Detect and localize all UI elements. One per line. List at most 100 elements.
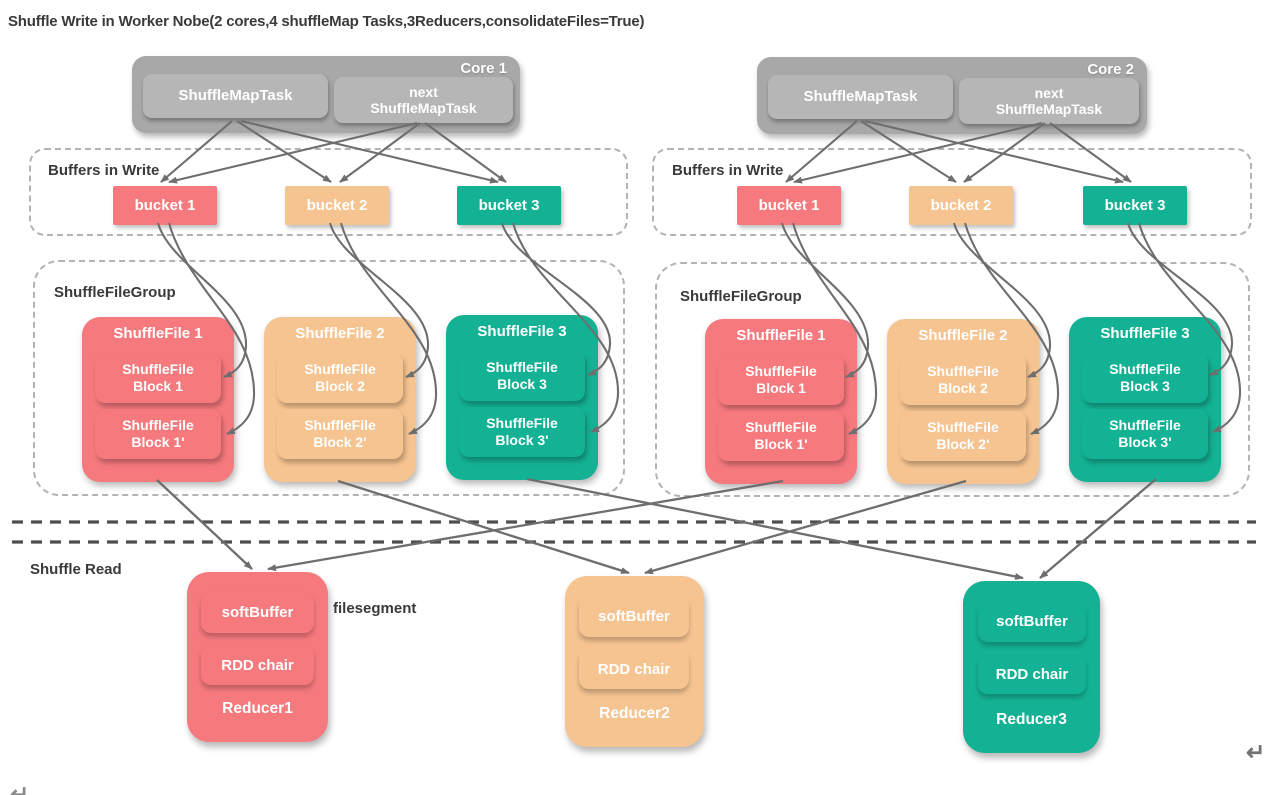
- block-line: ShuffleFile: [304, 360, 376, 377]
- block-line: ShuffleFile: [122, 416, 194, 433]
- shufflefile-2-left: ShuffleFile 2 ShuffleFile Block 2 Shuffl…: [264, 317, 416, 482]
- block-line: Block 3': [495, 432, 549, 448]
- shufflefile-block-2-right: ShuffleFile Block 2: [900, 355, 1026, 405]
- softbuffer-label: softBuffer: [598, 608, 670, 625]
- shufflefilegroup-label-right: ShuffleFileGroup: [680, 288, 802, 305]
- reducer-3-rdd-chair: RDD chair: [978, 654, 1086, 694]
- paragraph-mark-icon: ↵: [1246, 739, 1266, 765]
- separator-lines: [12, 520, 1256, 544]
- shufflefile-2-left-title: ShuffleFile 2: [295, 325, 385, 342]
- bucket-2-right-label: bucket 2: [930, 197, 992, 214]
- shufflefile-1-right-title: ShuffleFile 1: [736, 327, 826, 344]
- core-2-task2-line1: next: [1034, 84, 1064, 101]
- shufflefile-3-left: ShuffleFile 3 ShuffleFile Block 3 Shuffl…: [446, 315, 598, 480]
- shufflefile-block-3p-left: ShuffleFile Block 3': [459, 407, 585, 457]
- block-line: Block 2: [938, 380, 988, 396]
- reducer-1-rdd-chair: RDD chair: [201, 645, 314, 685]
- bucket-1-left: bucket 1: [113, 186, 217, 225]
- rdd-chair-label: RDD chair: [221, 656, 294, 674]
- shufflefile-2-right: ShuffleFile 2 ShuffleFile Block 2 Shuffl…: [887, 319, 1039, 484]
- shufflefile-block-1-left: ShuffleFile Block 1: [95, 353, 221, 403]
- shufflefile-block-3p-right: ShuffleFile Block 3': [1082, 409, 1208, 459]
- core-2-shufflemaptask: ShuffleMapTask: [768, 75, 953, 119]
- reducer-2-name: Reducer2: [599, 705, 670, 722]
- bucket-1-left-label: bucket 1: [134, 197, 196, 214]
- buffers-in-write-panel-left: Buffers in Write bucket 1 bucket 2 bucke…: [29, 148, 628, 236]
- shufflefile-block-3-right: ShuffleFile Block 3: [1082, 353, 1208, 403]
- core-2-task2-line2: ShuffleMapTask: [995, 101, 1103, 117]
- reducer-1-softbuffer: softBuffer: [201, 592, 314, 633]
- bucket-1-right: bucket 1: [737, 186, 841, 225]
- block-line: ShuffleFile: [486, 358, 558, 375]
- bucket-3-right: bucket 3: [1083, 186, 1187, 225]
- shufflefile-block-3-left: ShuffleFile Block 3: [459, 351, 585, 401]
- block-line: ShuffleFile: [745, 362, 817, 379]
- block-line: ShuffleFile: [304, 416, 376, 433]
- block-line: ShuffleFile: [1109, 360, 1181, 377]
- rdd-chair-label: RDD chair: [597, 660, 671, 678]
- bucket-2-right: bucket 2: [909, 186, 1013, 225]
- block-line: Block 2': [936, 436, 990, 452]
- block-line: ShuffleFile: [1109, 416, 1181, 433]
- reducer-1-name: Reducer1: [222, 700, 293, 717]
- core-2-task1-label: ShuffleMapTask: [803, 88, 918, 106]
- block-line: Block 1': [754, 436, 808, 452]
- reducer-3-softbuffer: softBuffer: [978, 601, 1086, 642]
- core-1-box: Core 1 ShuffleMapTask next ShuffleMapTas…: [132, 56, 520, 133]
- block-line: ShuffleFile: [122, 360, 194, 377]
- block-line: Block 1: [133, 378, 183, 394]
- core-1-next-shufflemaptask: next ShuffleMapTask: [334, 77, 513, 123]
- reducer-3-box: softBuffer RDD chair Reducer3: [963, 581, 1100, 753]
- core-1-shufflemaptask: ShuffleMapTask: [143, 74, 328, 118]
- shufflefile-1-left-title: ShuffleFile 1: [113, 325, 203, 342]
- block-line: Block 2: [315, 378, 365, 394]
- block-line: Block 3: [1120, 378, 1170, 394]
- bucket-2-left: bucket 2: [285, 186, 389, 225]
- bucket-3-left-label: bucket 3: [478, 197, 540, 214]
- block-line: Block 2': [313, 434, 367, 450]
- core-1-task2-line1: next: [409, 83, 438, 100]
- shufflefile-block-2-left: ShuffleFile Block 2: [277, 353, 403, 403]
- reducer-2-rdd-chair: RDD chair: [579, 649, 689, 689]
- shufflefile-3-left-title: ShuffleFile 3: [477, 323, 567, 340]
- bucket-3-left: bucket 3: [457, 186, 561, 225]
- shufflefile-block-1-right: ShuffleFile Block 1: [718, 355, 844, 405]
- bucket-3-right-label: bucket 3: [1104, 197, 1166, 214]
- softbuffer-label: softBuffer: [996, 613, 1068, 630]
- core-1-task2-line2: ShuffleMapTask: [370, 100, 477, 116]
- rdd-chair-label: RDD chair: [995, 665, 1069, 683]
- core-2-label: Core 2: [1087, 61, 1134, 78]
- shufflefile-block-1p-left: ShuffleFile Block 1': [95, 409, 221, 459]
- softbuffer-label: softBuffer: [221, 604, 294, 621]
- block-line: Block 3: [497, 376, 547, 392]
- bucket-1-right-label: bucket 1: [758, 197, 820, 214]
- shufflefile-1-right: ShuffleFile 1 ShuffleFile Block 1 Shuffl…: [705, 319, 857, 484]
- buffers-in-write-panel-right: Buffers in Write bucket 1 bucket 2 bucke…: [652, 148, 1252, 236]
- block-line: ShuffleFile: [745, 418, 817, 435]
- partial-paragraph-mark-icon: ↵: [10, 781, 30, 795]
- core-1-task1-label: ShuffleMapTask: [178, 87, 293, 105]
- core-2-box: Core 2 ShuffleMapTask next ShuffleMapTas…: [757, 57, 1147, 134]
- block-line: Block 1': [131, 434, 185, 450]
- filesegment-label: filesegment: [333, 600, 417, 617]
- shufflefilegroup-panel-left: ShuffleFileGroup ShuffleFile 1 ShuffleFi…: [33, 260, 625, 496]
- shufflefile-block-2p-left: ShuffleFile Block 2': [277, 409, 403, 459]
- shufflefile-3-right: ShuffleFile 3 ShuffleFile Block 3 Shuffl…: [1069, 317, 1221, 482]
- reducer-2-softbuffer: softBuffer: [579, 596, 689, 637]
- buffers-in-write-label-right: Buffers in Write: [672, 162, 784, 179]
- bucket-2-left-label: bucket 2: [306, 197, 368, 214]
- shufflefilegroup-panel-right: ShuffleFileGroup ShuffleFile 1 ShuffleFi…: [655, 262, 1250, 497]
- block-line: ShuffleFile: [927, 362, 999, 379]
- block-line: ShuffleFile: [486, 414, 558, 431]
- shufflefile-block-2p-right: ShuffleFile Block 2': [900, 411, 1026, 461]
- diagram-title: Shuffle Write in Worker Nobe(2 cores,4 s…: [8, 13, 645, 30]
- reducer-3-name: Reducer3: [996, 711, 1067, 728]
- shufflefilegroup-label-left: ShuffleFileGroup: [54, 284, 176, 301]
- shuffle-read-label: Shuffle Read: [30, 561, 122, 578]
- block-line: Block 3': [1118, 434, 1172, 450]
- shufflefile-2-right-title: ShuffleFile 2: [918, 327, 1008, 344]
- core-2-next-shufflemaptask: next ShuffleMapTask: [959, 78, 1139, 124]
- core-1-label: Core 1: [460, 60, 507, 77]
- reducer-2-box: softBuffer RDD chair Reducer2: [565, 576, 704, 747]
